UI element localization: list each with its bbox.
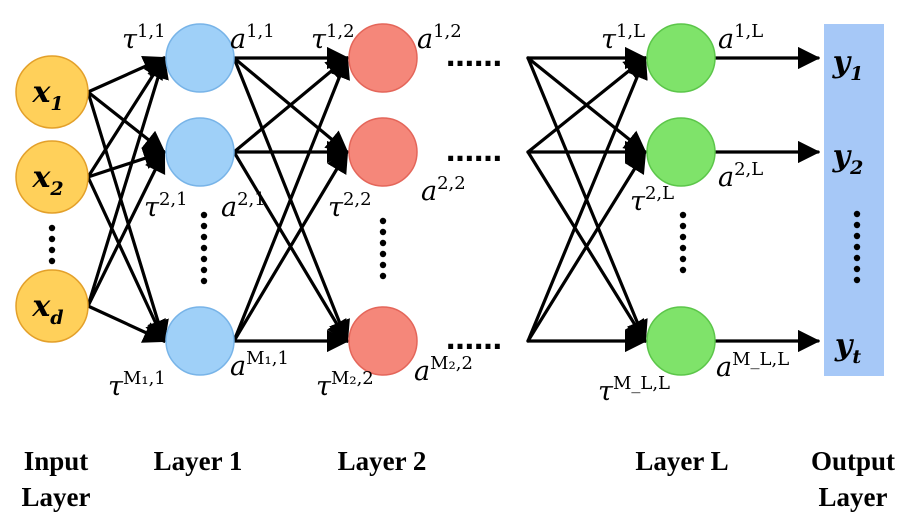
layerL-a-1: a2,L xyxy=(718,159,763,193)
input-node-2 xyxy=(15,269,89,343)
ellipsis-output-dot-6 xyxy=(853,276,861,284)
edge-input-2-l1-2 xyxy=(86,304,167,343)
input-node-1 xyxy=(15,140,89,214)
connection-edges xyxy=(86,46,821,353)
ellipsis-layer2-dot-3 xyxy=(379,250,387,258)
layer2-tau-2: τM₂,2 xyxy=(316,368,374,402)
ellipsis-output-dot-3 xyxy=(853,243,861,251)
ellipsis-input-dot-3 xyxy=(48,257,56,265)
layer2-title: Layer 2 xyxy=(338,446,427,476)
layerL-a-0: a1,L xyxy=(718,21,763,55)
ellipsis-layerL-dot-3 xyxy=(679,244,687,252)
edge-input-1-l1-2 xyxy=(86,175,166,344)
network-nodes xyxy=(15,23,716,376)
layerL-tau-0: τ1,L xyxy=(601,21,645,55)
ellipsis-layer1-dot-2 xyxy=(200,233,208,241)
ellipsis-output xyxy=(853,210,861,284)
input-node-0 xyxy=(15,55,89,129)
layer2-a-2: aM₂,2 xyxy=(414,353,473,387)
layer2-a-1: a2,2 xyxy=(421,173,466,207)
output-layer-title-line1: Output xyxy=(811,446,895,476)
edge-prev-1-lL-0 xyxy=(526,56,647,154)
layer1-tau-0: τ1,1 xyxy=(122,21,166,55)
ellipsis-layer2-dot-1 xyxy=(379,228,387,236)
edge-input-0-l1-2 xyxy=(86,90,169,344)
layer1-node-0 xyxy=(165,23,235,93)
layer1-a-2: aM₁,1 xyxy=(230,348,289,382)
ellipsis-row-2: …… xyxy=(446,135,502,168)
edge-l1-2-l2-0 xyxy=(232,55,350,343)
layer1-tau-1: τ2,1 xyxy=(144,189,188,223)
output-label-2: yt xyxy=(834,328,861,368)
ellipsis-layer2-dot-2 xyxy=(379,239,387,247)
edge-input-0-l1-1 xyxy=(86,90,166,154)
input-node-label-2: xd xyxy=(31,289,63,329)
ellipsis-output-dot-2 xyxy=(853,232,861,240)
ellipsis-layer2-dot-0 xyxy=(379,217,387,225)
layer2-node-0 xyxy=(348,23,418,93)
layer2-node-2 xyxy=(348,306,418,376)
ellipsis-input-dot-1 xyxy=(48,235,56,243)
ellipsis-row-1: …… xyxy=(446,40,502,73)
ellipsis-layer1-dot-5 xyxy=(200,266,208,274)
ellipsis-layer1 xyxy=(200,211,208,285)
ellipsis-output-dot-4 xyxy=(853,254,861,262)
ellipsis-layerL-dot-2 xyxy=(679,233,687,241)
edge-l1-1-l2-0 xyxy=(232,56,349,154)
layer2-tau-1: τ2,2 xyxy=(328,189,372,223)
layer1-a-0: a1,1 xyxy=(230,21,275,55)
layer1-a-1: a2,1 xyxy=(221,189,266,223)
layerL-node-1 xyxy=(646,117,716,187)
ellipsis-layer2 xyxy=(379,217,387,280)
ellipsis-layer1-dot-6 xyxy=(200,277,208,285)
node-labels: x1 x2 xd y1 y2 yt τ1,1 a1,1 τ2,1 a2,1 τM₁,1 aM₁,1 τ1… xyxy=(31,21,863,407)
layer2-a-0: a1,2 xyxy=(417,21,462,55)
ellipsis-output-dot-0 xyxy=(853,210,861,218)
edge-prev-2-lL-1 xyxy=(526,150,647,343)
ellipsis-layer1-dot-0 xyxy=(200,211,208,219)
ellipsis-layerL-dot-5 xyxy=(679,266,687,274)
ellipsis-layer1-dot-4 xyxy=(200,255,208,263)
ellipsis-input-dot-0 xyxy=(48,224,56,232)
ellipsis-input-dot-2 xyxy=(48,246,56,254)
layerL-tau-1: τ2,L xyxy=(630,183,674,217)
layer1-node-1 xyxy=(165,117,235,187)
layer2-node-1 xyxy=(348,117,418,187)
edge-input-2-l1-0 xyxy=(86,55,169,308)
ellipsis-layerL-dot-0 xyxy=(679,211,687,219)
layerL-node-0 xyxy=(646,23,716,93)
ellipsis-layer1-dot-1 xyxy=(200,222,208,230)
layerL-node-2 xyxy=(646,306,716,376)
ellipsis-layer2-dot-5 xyxy=(379,272,387,280)
ellipsis-layerL-dot-4 xyxy=(679,255,687,263)
input-node-label-0: x1 xyxy=(31,75,63,115)
ellipsis-layer2-dot-4 xyxy=(379,261,387,269)
input-node-label-1: x2 xyxy=(31,160,63,200)
layer1-title: Layer 1 xyxy=(154,446,243,476)
layer1-node-2 xyxy=(165,306,235,376)
ellipsis-input xyxy=(48,224,56,265)
ellipsis-output-dot-1 xyxy=(853,221,861,229)
ellipsis-row-3: …… xyxy=(446,323,502,356)
layerL-a-2: aM_L,L xyxy=(716,349,789,383)
output-label-1: y2 xyxy=(832,139,864,179)
layer1-tau-2: τM₁,1 xyxy=(108,368,166,402)
input-layer-title-line1: Input xyxy=(24,446,89,476)
edge-prev-2-lL-0 xyxy=(526,55,648,343)
edge-l1-2-l2-1 xyxy=(232,150,349,343)
ellipsis-layerL xyxy=(679,211,687,274)
layerL-title: Layer L xyxy=(635,446,728,476)
ellipsis-layerL-dot-1 xyxy=(679,222,687,230)
ellipsis-output-dot-5 xyxy=(853,265,861,273)
output-layer-title-line2: Layer xyxy=(819,482,888,512)
edge-input-2-l1-1 xyxy=(86,149,166,308)
input-layer-title-line2: Layer xyxy=(22,482,91,512)
layer2-tau-0: τ1,2 xyxy=(311,21,355,55)
layerL-tau-2: τM_L,L xyxy=(598,373,670,407)
output-layer-bar xyxy=(824,24,884,376)
output-label-0: y1 xyxy=(832,45,864,85)
ellipsis-layer1-dot-3 xyxy=(200,244,208,252)
